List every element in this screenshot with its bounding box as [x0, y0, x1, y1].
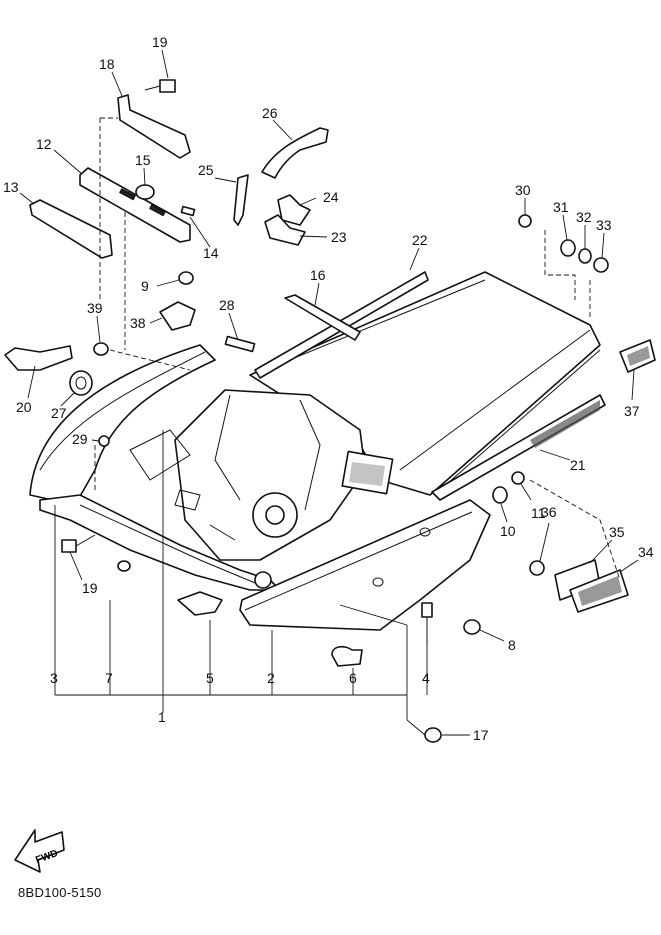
part-31-shape: [560, 239, 576, 257]
plug-8-part: [463, 619, 481, 635]
callout-26: 26: [262, 105, 278, 121]
callout-6: 6: [349, 670, 357, 686]
callout-5: 5: [206, 670, 214, 686]
callout-4: 4: [422, 670, 430, 686]
leader-lines: [19, 49, 639, 736]
part-29-shape: [98, 435, 110, 447]
plate-12-part: [79, 167, 191, 243]
callout-16: 16: [310, 267, 326, 283]
callout-24: 24: [323, 189, 339, 205]
reflector-34-part: [569, 569, 629, 613]
callout-28: 28: [219, 297, 235, 313]
callout-7: 7: [105, 670, 113, 686]
callout-31: 31: [553, 199, 569, 215]
callout-1: 1: [158, 709, 166, 725]
callout-13: 13: [3, 179, 19, 195]
pin-4-part: [421, 602, 433, 645]
dashed-guide-lines: [94, 117, 621, 581]
reflector-37-part: [619, 339, 656, 373]
callout-36: 36: [541, 504, 557, 520]
callout-27: 27: [51, 405, 67, 421]
grommet-27-part: [69, 370, 93, 396]
callout-29: 29: [72, 431, 88, 447]
callout-18: 18: [99, 56, 115, 72]
rod-25-part: [233, 174, 249, 226]
callout-19-top: 19: [152, 34, 168, 50]
callout-37: 37: [624, 403, 640, 419]
handle-26-part: [261, 127, 329, 179]
callout-3: 3: [50, 670, 58, 686]
callout-39: 39: [87, 300, 103, 316]
bolt-19-lower-part: [61, 539, 77, 553]
bolt-19-top-part: [144, 79, 176, 93]
block-23-part: [264, 214, 306, 246]
part-5-shape: [177, 591, 223, 616]
callout-38: 38: [130, 315, 146, 331]
part-32-shape: [578, 248, 592, 264]
part-33-shape: [593, 257, 609, 273]
frame-body-part: [29, 271, 601, 591]
callout-14: 14: [203, 245, 219, 261]
callout-19-lower: 19: [82, 580, 98, 596]
diagram-code: 8BD100-5150: [18, 885, 102, 900]
callout-23: 23: [331, 229, 347, 245]
rear-skirt-part: [239, 499, 491, 631]
side-strip-21-part: [431, 394, 606, 501]
callout-11: 11: [531, 505, 546, 521]
callout-labels: 19 18 26 12 15 25 13 30 24 31 32 33 23 2…: [3, 34, 654, 743]
bottom-leader-bracket: [54, 430, 428, 736]
callout-12: 12: [36, 136, 52, 152]
strip-13-part: [29, 199, 113, 259]
callout-2: 2: [267, 670, 275, 686]
nut-15-part: [135, 184, 155, 200]
callout-33: 33: [596, 217, 612, 233]
bar-16-part: [284, 294, 361, 341]
part-7-shape: [117, 560, 131, 572]
part-30-shape: [518, 214, 532, 228]
callout-9: 9: [141, 278, 149, 294]
callout-10: 10: [500, 523, 516, 539]
callout-22: 22: [412, 232, 428, 248]
part-10-shape: [492, 486, 508, 504]
callout-25: 25: [198, 162, 214, 178]
bracket-18-part: [117, 94, 191, 159]
callout-17: 17: [473, 727, 489, 743]
callout-34: 34: [638, 544, 654, 560]
callout-20: 20: [16, 399, 32, 415]
callout-30: 30: [515, 182, 531, 198]
part-9-shape: [178, 271, 194, 285]
clip-38-part: [159, 301, 196, 331]
callout-8: 8: [508, 637, 516, 653]
part-28-shape: [224, 335, 256, 353]
part-20-shape: [4, 345, 73, 371]
part-36-shape: [529, 560, 545, 576]
part-14-shape: [180, 205, 196, 217]
fwd-arrow-icon: FWD: [14, 829, 65, 873]
part-11-shape: [511, 471, 525, 485]
plug-17-part: [424, 727, 442, 743]
clamp-6-part: [331, 645, 363, 667]
callout-15: 15: [135, 152, 151, 168]
part-39-shape: [93, 342, 109, 356]
callout-32: 32: [576, 209, 592, 225]
callout-21: 21: [570, 457, 586, 473]
callout-35: 35: [609, 524, 625, 540]
